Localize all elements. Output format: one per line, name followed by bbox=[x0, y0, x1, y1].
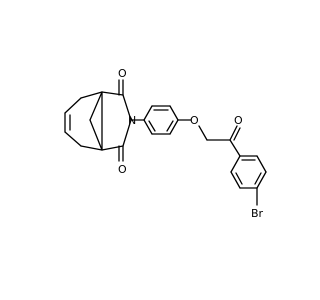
oxygen-top-label: O bbox=[118, 67, 127, 80]
ketone-linkage bbox=[206, 125, 241, 157]
imide-carbonyls bbox=[118, 79, 124, 162]
cyclohexene-ring bbox=[64, 91, 103, 151]
ether-linkage bbox=[177, 119, 208, 141]
ketone-oxygen-label: O bbox=[234, 114, 243, 127]
nitrogen-label: N bbox=[128, 114, 136, 127]
phenylene-ring bbox=[143, 105, 179, 135]
oxygen-bottom-label: O bbox=[118, 163, 127, 176]
ether-oxygen-label: O bbox=[190, 114, 199, 127]
bromophenyl-ring bbox=[230, 155, 267, 189]
imide-ring bbox=[89, 91, 132, 151]
molecule-structure: O O N O O Br bbox=[64, 67, 267, 220]
bromine-label: Br bbox=[251, 207, 264, 220]
